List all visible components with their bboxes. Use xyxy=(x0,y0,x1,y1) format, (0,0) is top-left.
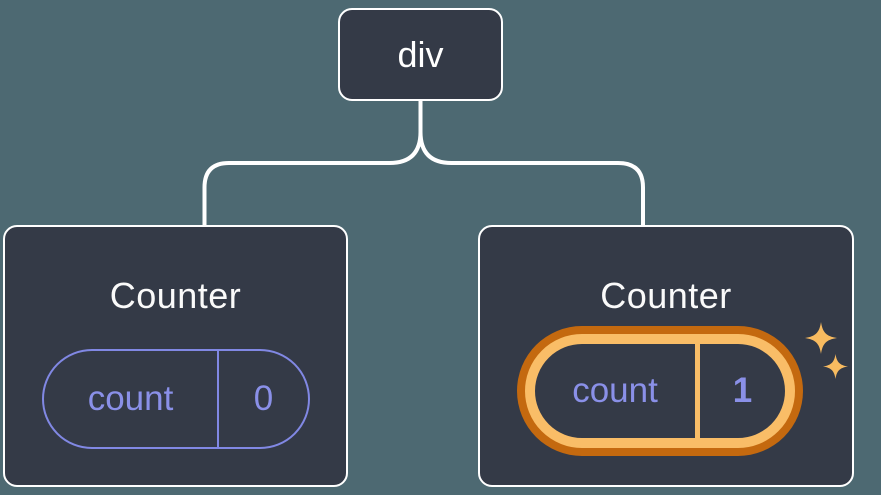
state-pill: count 0 xyxy=(42,349,310,449)
state-value: 0 xyxy=(253,379,274,418)
component-title: Counter xyxy=(109,275,242,316)
state-value: 1 xyxy=(732,371,753,410)
sparkle-icon-large xyxy=(805,322,837,354)
component-title: Counter xyxy=(600,275,732,316)
state-pill-highlighted: count 1 xyxy=(525,334,795,448)
tree-node-div: div xyxy=(338,8,503,101)
tree-node-counter-right: Counter count 1 xyxy=(478,225,854,487)
state-key-label: count xyxy=(535,344,700,438)
connector-right xyxy=(418,99,645,228)
connector-left xyxy=(202,99,423,228)
sparkle-icon-small xyxy=(823,354,848,379)
tree-node-counter-left: Counter count 0 xyxy=(3,225,348,487)
root-node-label: div xyxy=(397,33,444,75)
state-key-label: count xyxy=(44,351,219,447)
